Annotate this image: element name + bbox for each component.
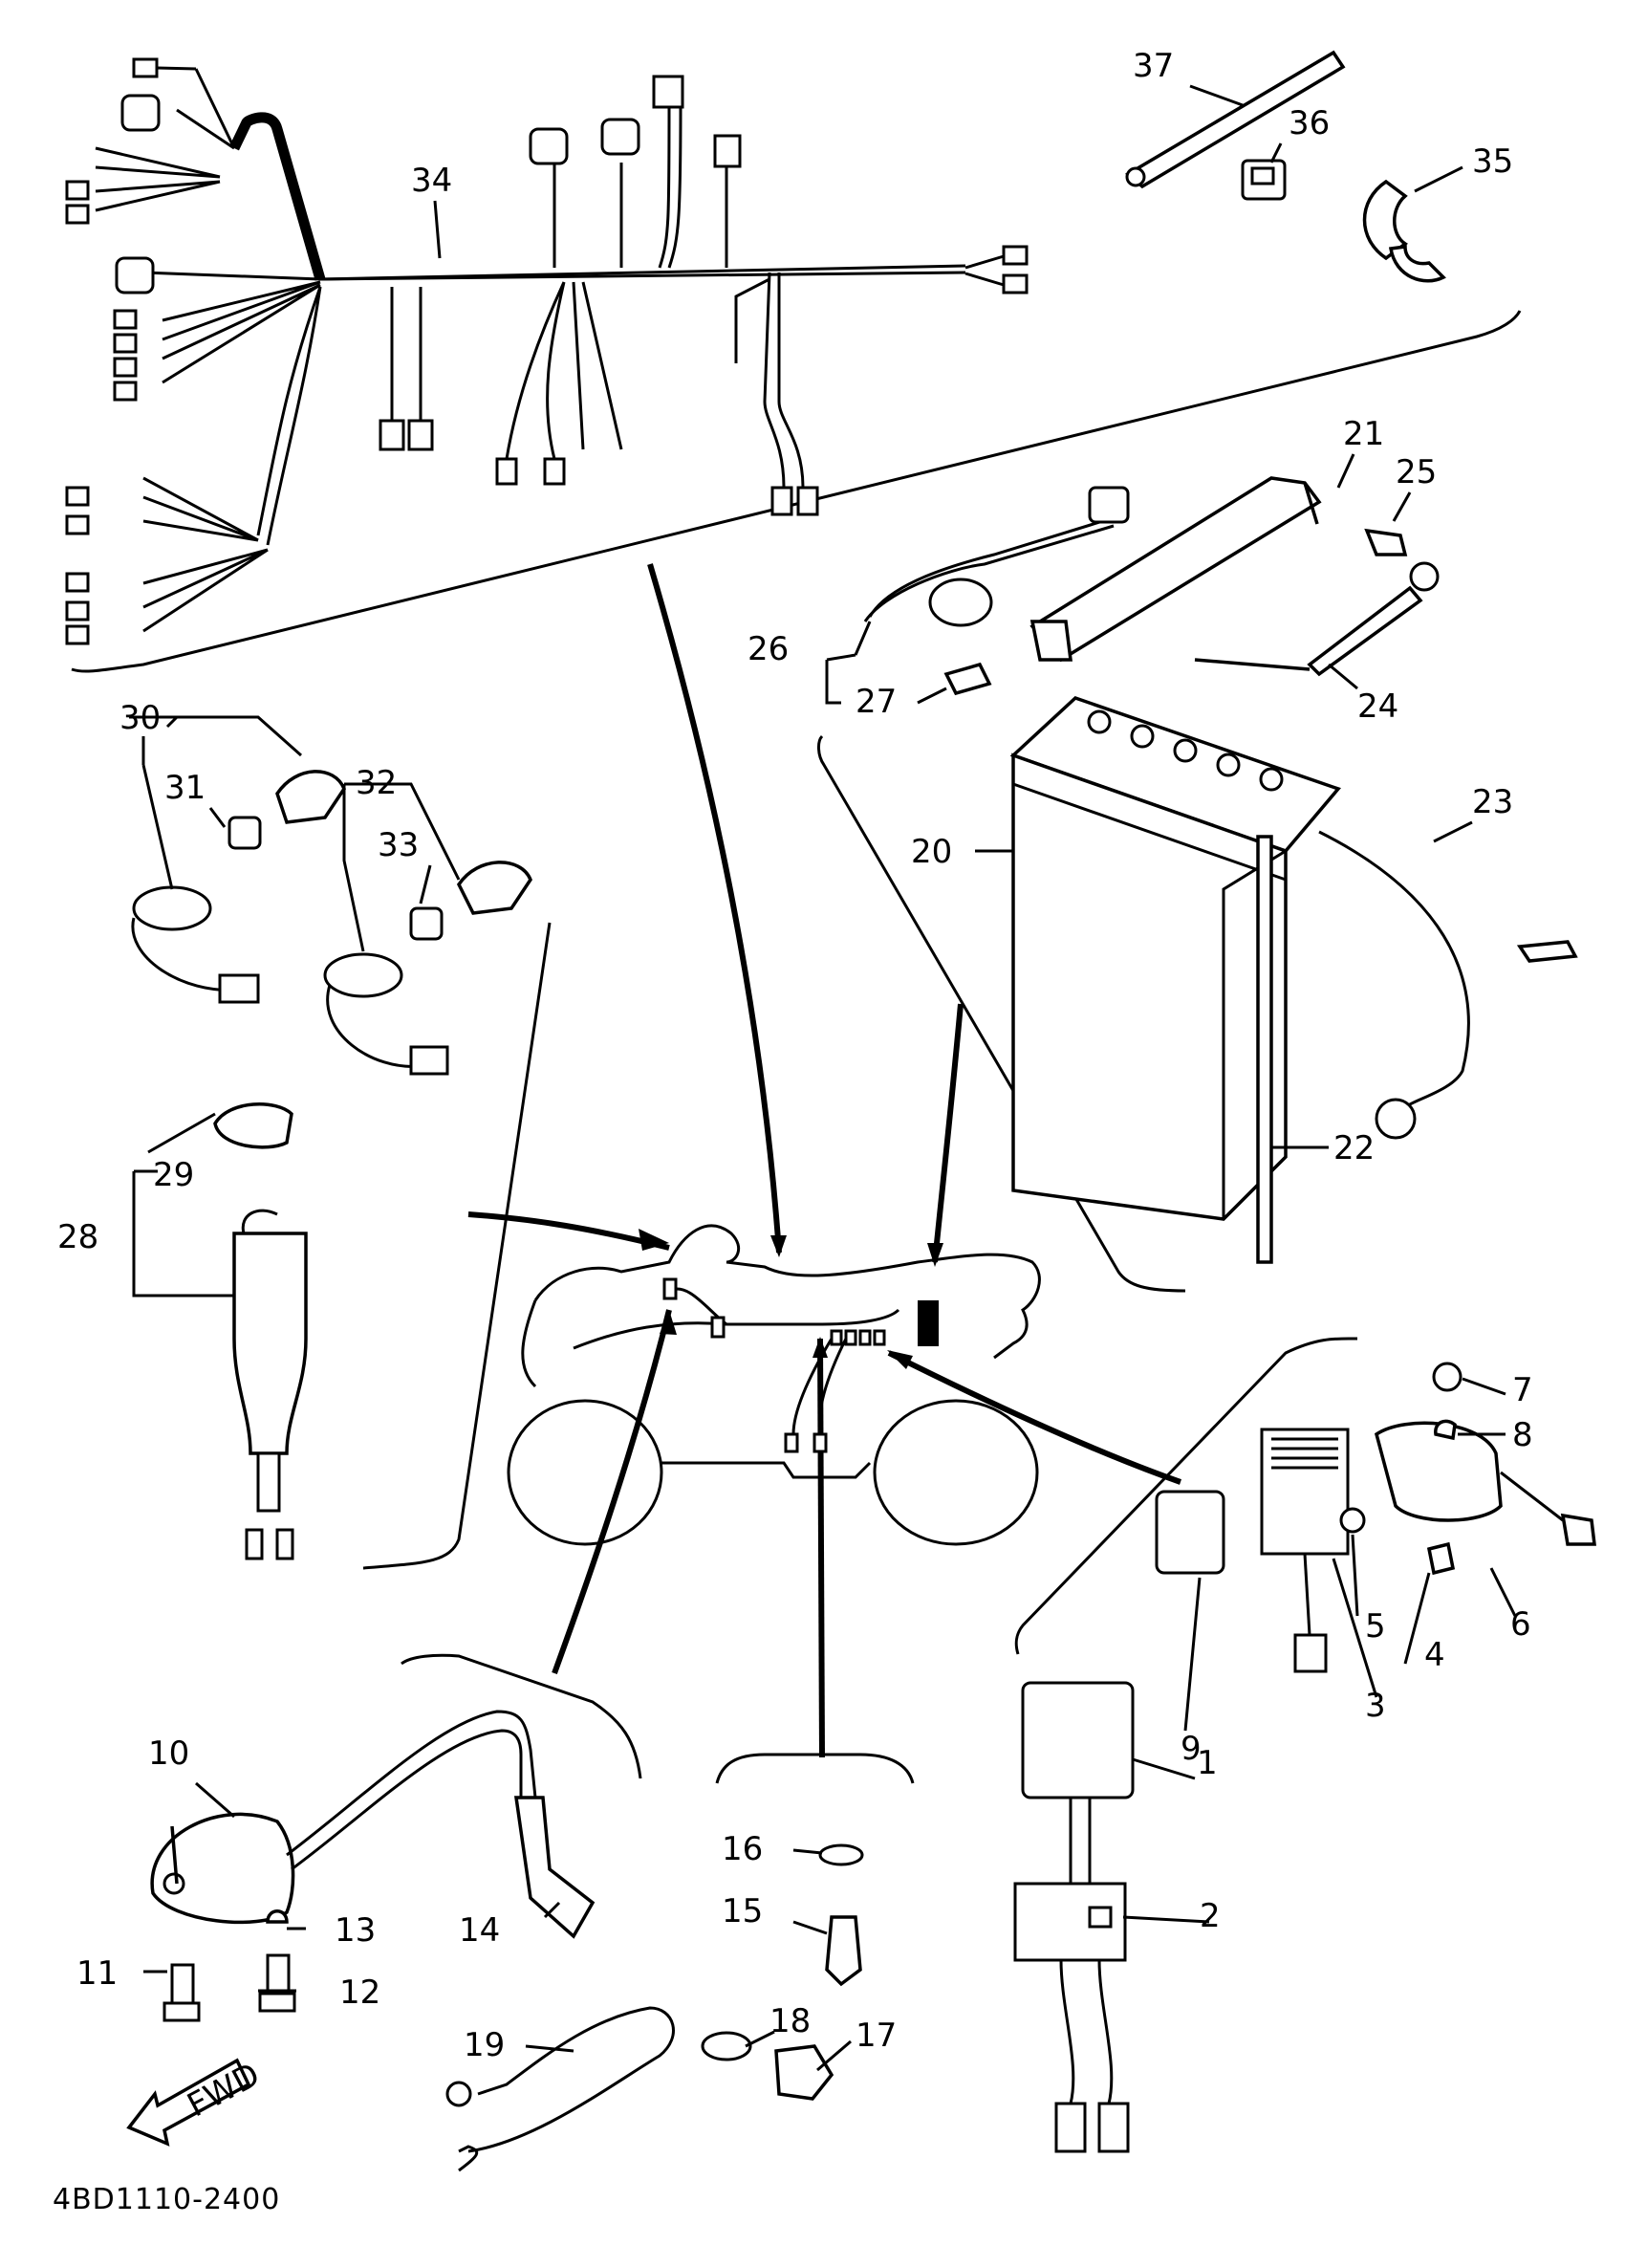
diagram-code: 4BD1110-2400 [53, 2183, 280, 2216]
leader-lines [467, 563, 1181, 1758]
part-label-9: 9 [1181, 1730, 1202, 1768]
parts-top-right [1125, 50, 1446, 283]
part-label-16: 16 [722, 1830, 763, 1868]
part-label-31: 31 [164, 769, 206, 807]
part-label-33: 33 [378, 826, 419, 864]
part-label-20: 20 [911, 833, 952, 871]
part-label-37: 37 [1133, 47, 1174, 85]
plug-caps [131, 770, 532, 1560]
battery-bracket [817, 734, 1186, 1293]
label-leaders [129, 84, 1517, 2072]
coil-bracket [401, 1653, 642, 1779]
part-label-8: 8 [1512, 1416, 1533, 1454]
part-label-30: 30 [119, 699, 161, 737]
part-label-6: 6 [1510, 1605, 1531, 1644]
part-label-5: 5 [1365, 1607, 1386, 1646]
part-label-26: 26 [748, 630, 789, 668]
part-label-25: 25 [1396, 453, 1437, 491]
part-label-24: 24 [1357, 687, 1398, 726]
part-label-15: 15 [722, 1892, 763, 1930]
fwd-arrow-icon [126, 2058, 251, 2147]
part-label-4: 4 [1424, 1636, 1445, 1674]
part-label-3: 3 [1365, 1687, 1386, 1725]
part-label-28: 28 [57, 1218, 98, 1256]
direction-label: FWD [182, 2056, 267, 2126]
motorcycle-outline [507, 1224, 1041, 1546]
part-label-36: 36 [1289, 104, 1330, 142]
part-label-22: 22 [1333, 1129, 1375, 1167]
part-label-29: 29 [153, 1156, 194, 1194]
part-label-10: 10 [148, 1734, 189, 1773]
part-label-11: 11 [76, 1954, 118, 1993]
part-label-19: 19 [464, 2026, 505, 2064]
part-label-2: 2 [1200, 1897, 1221, 1935]
part-label-27: 27 [856, 683, 897, 721]
parts-lower-right [1013, 1362, 1596, 2153]
wire-harness [95, 57, 1029, 633]
plug-bracket [715, 1753, 915, 1784]
top-divider [71, 310, 1522, 673]
part-label-13: 13 [335, 1911, 376, 1950]
part-label-35: 35 [1472, 142, 1513, 181]
part-label-12: 12 [339, 1974, 380, 2012]
part-label-18: 18 [769, 2002, 811, 2040]
part-label-1: 1 [1197, 1744, 1218, 1782]
part-labels: 1 2 3 4 5 6 7 8 9 10 11 12 13 14 15 16 1… [57, 47, 1533, 2064]
right-bracket [1014, 1337, 1358, 1655]
part-label-23: 23 [1472, 783, 1513, 821]
part-label-34: 34 [411, 162, 452, 200]
battery [1009, 696, 1578, 1264]
left-bracket [362, 922, 552, 1570]
parts-lower-left [150, 1710, 864, 2172]
part-label-17: 17 [856, 2017, 897, 2055]
part-label-14: 14 [459, 1911, 500, 1950]
part-label-32: 32 [356, 764, 397, 802]
parts-upper-right [863, 476, 1440, 696]
section-dividers [71, 310, 1522, 1784]
harness-connectors [65, 94, 640, 645]
part-label-21: 21 [1343, 415, 1384, 453]
part-label-7: 7 [1512, 1371, 1533, 1409]
